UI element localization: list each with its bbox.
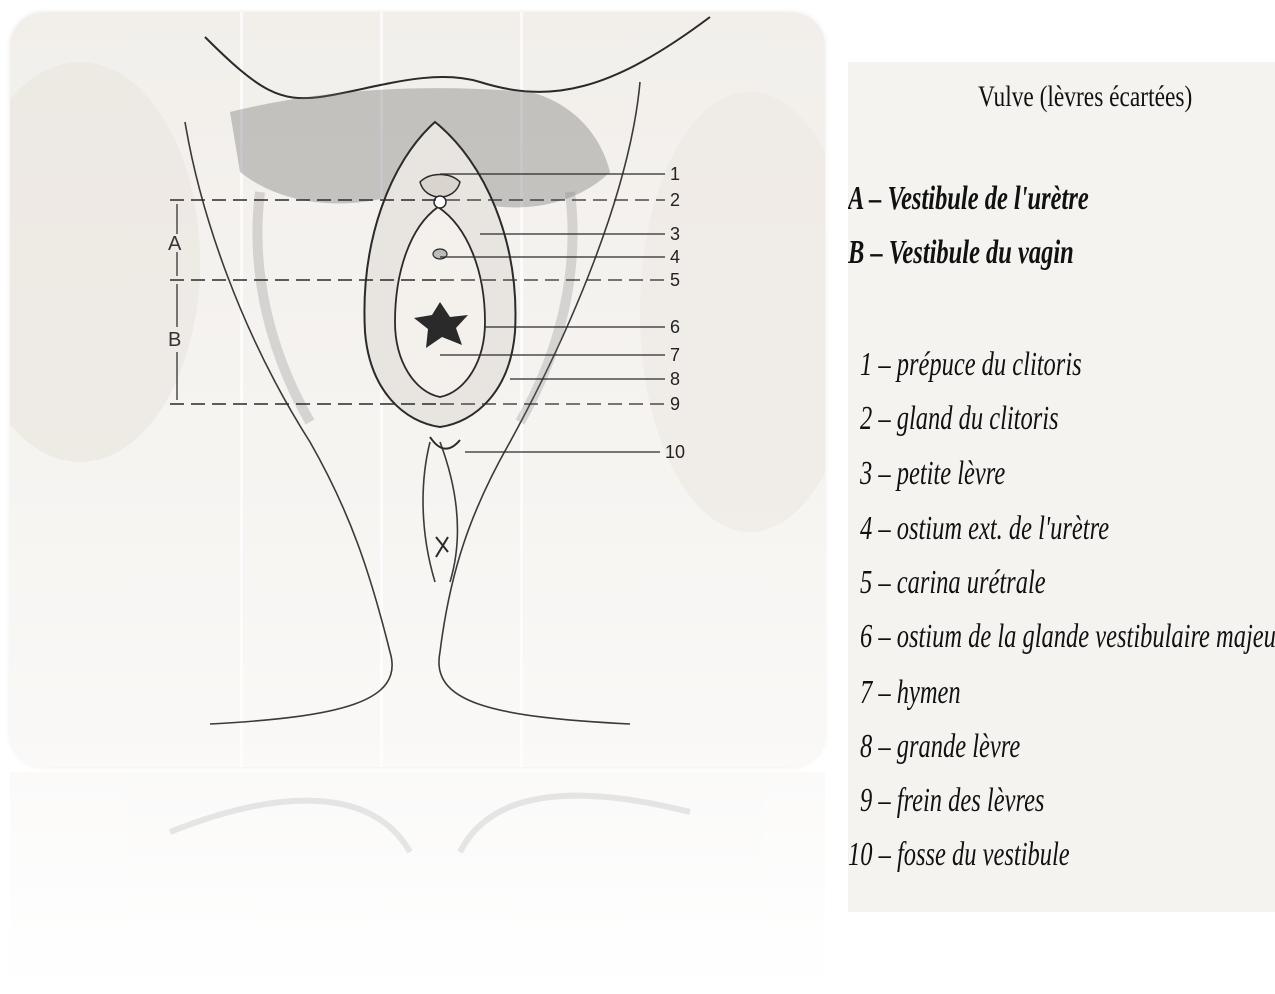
- callout-2: 2: [670, 190, 680, 210]
- callout-3: 3: [670, 224, 680, 244]
- legend-item-9: 9 – frein des lèvres: [860, 782, 1044, 820]
- legend-region-a: A – Vestibule de l'urètre: [848, 180, 1089, 218]
- callout-10: 10: [665, 442, 685, 462]
- legend-panel: Vulve (lèvres écartées) A – Vestibule de…: [848, 62, 1275, 912]
- callout-4: 4: [670, 247, 680, 267]
- callout-9: 9: [670, 394, 680, 414]
- legend-item-7: 7 – hymen: [860, 674, 961, 712]
- legend-item-4: 4 – ostium ext. de l'urètre: [860, 510, 1109, 548]
- region-label-b: B: [168, 329, 181, 351]
- legend-item-2: 2 – gland du clitoris: [860, 400, 1059, 438]
- figure-reflection: [10, 772, 825, 994]
- callout-7: 7: [670, 345, 680, 365]
- legend-item-5: 5 – carina urétrale: [860, 564, 1046, 602]
- region-label-a: A: [168, 233, 182, 255]
- anatomy-figure-panel: A B 1 2 3 4 5 6 7 8 9 10: [10, 12, 825, 767]
- callout-5: 5: [670, 270, 680, 290]
- legend-item-1: 1 – prépuce du clitoris: [860, 346, 1082, 384]
- callout-8: 8: [670, 369, 680, 389]
- callout-1: 1: [670, 164, 680, 184]
- legend-item-10: 10 – fosse du vestibule: [848, 836, 1070, 874]
- legend-item-8: 8 – grande lèvre: [860, 728, 1020, 766]
- legend-title: Vulve (lèvres écartées): [978, 80, 1192, 114]
- vulva-illustration: A B 1 2 3 4 5 6 7 8 9 10: [10, 12, 825, 767]
- callout-6: 6: [670, 317, 680, 337]
- legend-region-b: B – Vestibule du vagin: [848, 234, 1074, 272]
- legend-item-3: 3 – petite lèvre: [860, 455, 1005, 493]
- legend-item-6: 6 – ostium de la glande vestibulaire maj…: [860, 618, 1275, 656]
